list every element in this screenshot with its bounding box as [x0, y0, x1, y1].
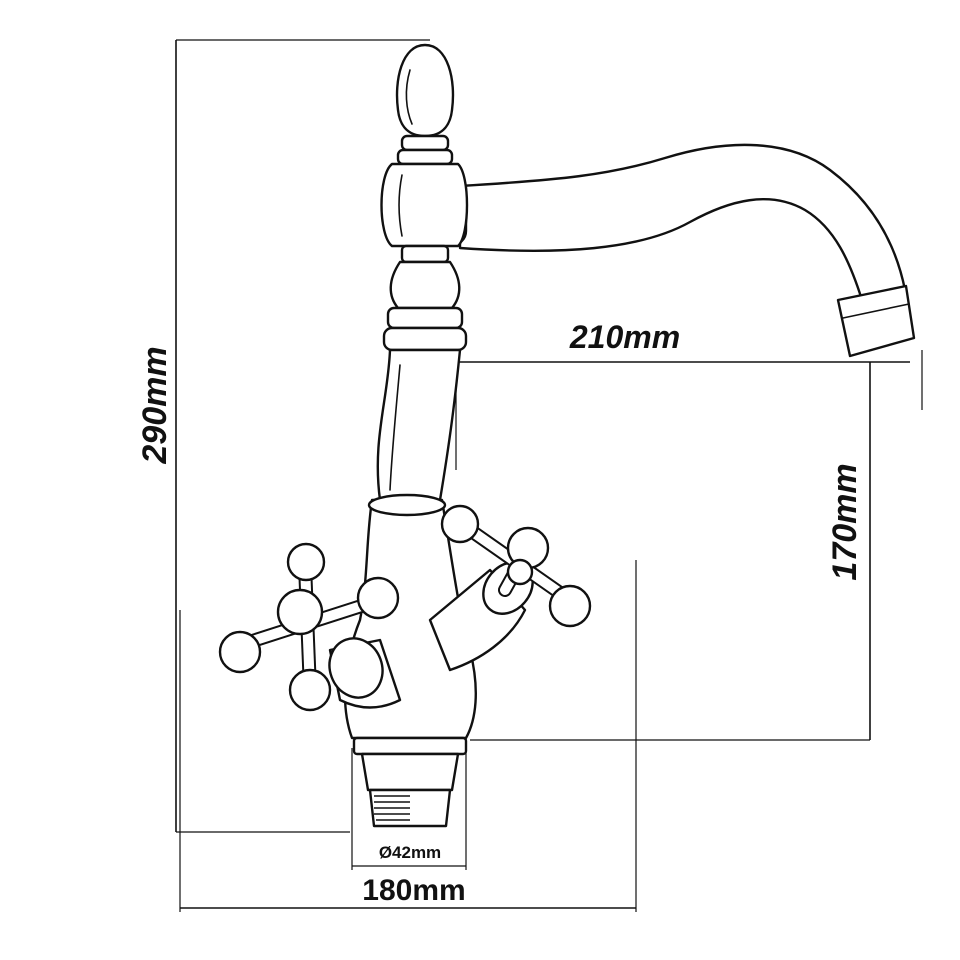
diameter-label: Ø42mm: [379, 843, 441, 862]
spout-aerator: [836, 284, 916, 358]
spout-height-label: 170mm: [826, 463, 864, 580]
shank-threads: [374, 795, 410, 821]
base-nut: [360, 752, 460, 792]
aerator-ring: [842, 303, 910, 319]
finial-highlight: [405, 69, 413, 125]
span-label: 180mm: [362, 874, 465, 907]
left-handle-ball-2: [356, 576, 400, 620]
height-label: 290mm: [136, 346, 174, 464]
swivel-highlight: [398, 174, 403, 237]
finial-collar: [400, 134, 450, 152]
left-cross-handle: [218, 542, 400, 712]
top-finial: [395, 43, 455, 138]
dimension-lines: [175, 39, 923, 912]
left-handle-ball-3: [218, 630, 262, 674]
finial-ring: [396, 148, 454, 166]
right-handle-ball-3: [548, 584, 592, 628]
neck-ring-1: [400, 244, 450, 264]
base-flange: [352, 736, 468, 756]
left-housing-cap: [328, 637, 384, 699]
valve-top-ring: [367, 493, 447, 517]
neck-ring-3: [382, 326, 468, 352]
column-highlight: [389, 364, 401, 491]
left-handle-ball-4: [288, 668, 332, 712]
right-cross-handle: [440, 504, 592, 628]
spout: [458, 143, 907, 302]
faucet-illustration: [218, 43, 916, 828]
neck-bulge: [389, 260, 461, 310]
right-handle-hub: [506, 558, 534, 586]
left-handle-hub: [276, 588, 324, 636]
swivel-body: [380, 162, 469, 248]
neck-ring-2: [386, 306, 464, 330]
right-handle-ball-1: [440, 504, 480, 544]
left-handle-ball-1: [286, 542, 326, 582]
reach-label: 210mm: [569, 319, 680, 355]
